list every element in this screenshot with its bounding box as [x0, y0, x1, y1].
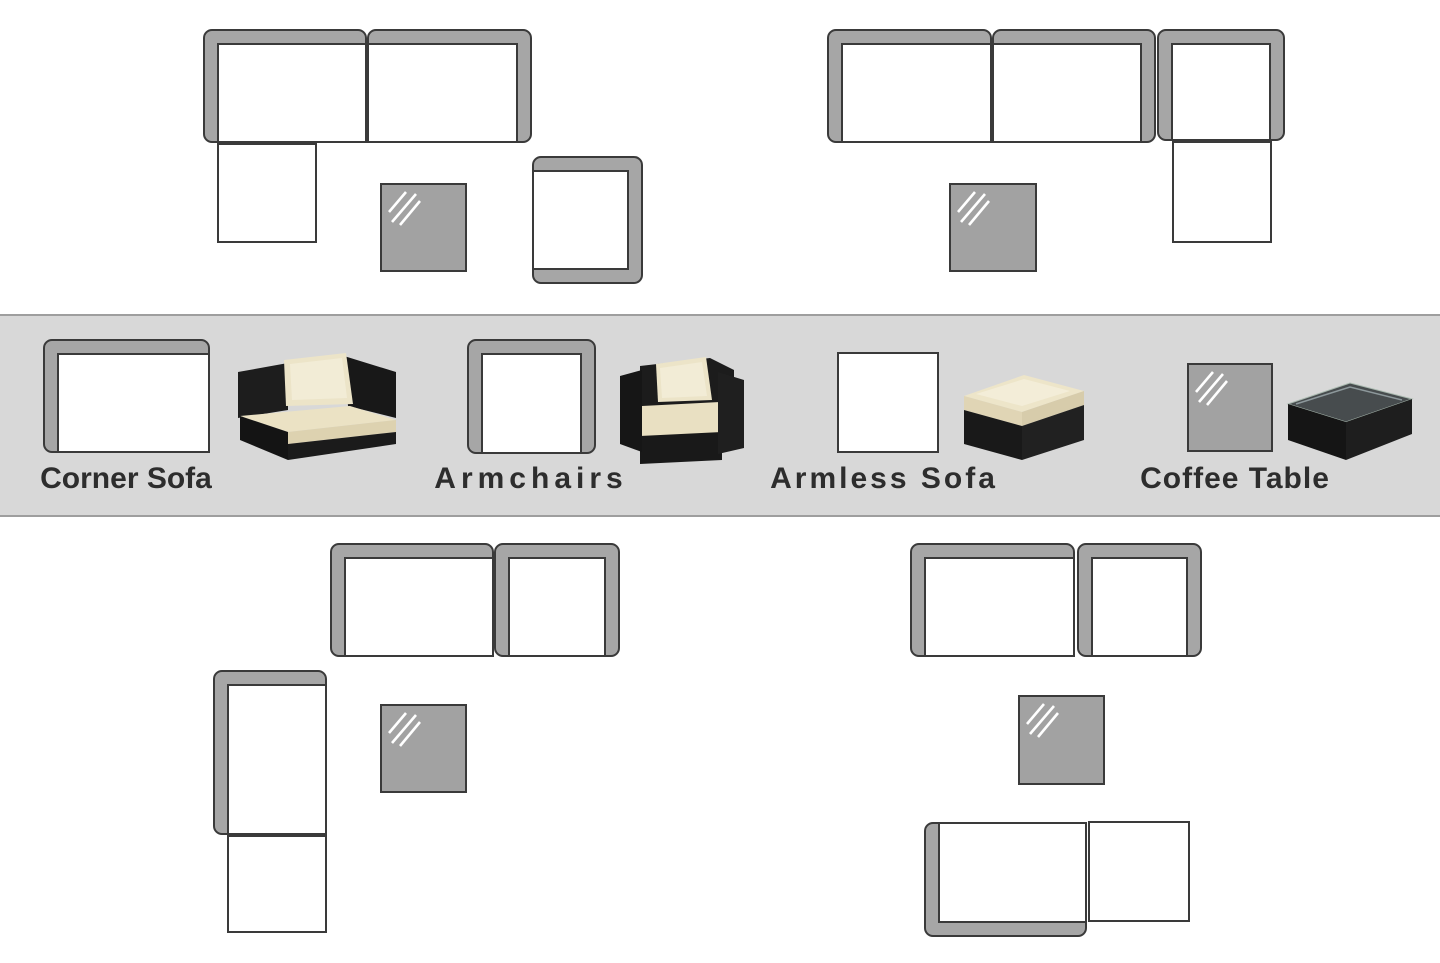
armchair-symbol [532, 156, 643, 284]
seat-area [1088, 821, 1190, 922]
seat-area [57, 353, 210, 453]
corner-sofa-symbol [910, 543, 1075, 657]
glass-top [380, 183, 467, 272]
armless-sofa-symbol [1088, 821, 1190, 922]
corner-sofa-symbol [213, 670, 327, 835]
seat-area [1171, 43, 1271, 141]
glass-shine-icon [388, 712, 421, 747]
coffee-table-product-image [1286, 382, 1414, 460]
corner-sofa-symbol [367, 29, 532, 143]
seat-area [508, 557, 606, 657]
seat-area [1091, 557, 1188, 657]
legend-label-armless-sofa: Armless Sofa [770, 462, 998, 495]
armless-sofa-symbol [837, 352, 939, 453]
seat-area [837, 352, 939, 453]
glass-shine-icon [1195, 371, 1228, 406]
seat-area [481, 353, 582, 454]
armchair-symbol [467, 339, 596, 454]
coffee-table-symbol [1018, 695, 1105, 785]
corner-sofa-symbol [203, 29, 367, 143]
legend-label-coffee-table: Coffee Table [1140, 462, 1330, 495]
seat-area [992, 43, 1142, 143]
armless-sofa-symbol [217, 143, 317, 243]
seat-area [227, 684, 327, 835]
armless-sofa-product-image [964, 375, 1084, 460]
corner-sofa-symbol [330, 543, 494, 657]
glass-top [1187, 363, 1273, 452]
coffee-table-symbol [1187, 363, 1273, 452]
coffee-table-symbol [380, 704, 467, 793]
armchair-symbol [1077, 543, 1202, 657]
glass-top [380, 704, 467, 793]
seat-area [924, 557, 1075, 657]
corner-sofa-symbol [924, 822, 1087, 937]
coffee-table-symbol [949, 183, 1037, 272]
armchair-symbol [1157, 29, 1285, 141]
glass-shine-icon [388, 191, 421, 226]
seat-area [217, 43, 367, 143]
armchair-product-image [620, 357, 744, 464]
coffee-table-symbol [380, 183, 467, 272]
armless-sofa-symbol [1172, 141, 1272, 243]
seat-area [938, 822, 1087, 923]
seat-area [227, 835, 327, 933]
glass-shine-icon [1026, 703, 1059, 738]
legend-label-armchairs: Armchairs [434, 462, 628, 495]
seat-area [841, 43, 992, 143]
corner-sofa-symbol [43, 339, 210, 453]
armless-sofa-symbol [227, 835, 327, 933]
corner-sofa-symbol [992, 29, 1156, 143]
glass-shine-icon [957, 191, 990, 226]
seat-area [1172, 141, 1272, 243]
corner-sofa-product-image [238, 353, 396, 460]
legend-label-corner-sofa: Corner Sofa [40, 462, 212, 495]
seat-area [217, 143, 317, 243]
seat-area [344, 557, 494, 657]
corner-sofa-symbol [827, 29, 992, 143]
glass-top [949, 183, 1037, 272]
seat-area [532, 170, 629, 270]
glass-top [1018, 695, 1105, 785]
armchair-symbol [494, 543, 620, 657]
seat-area [367, 43, 518, 143]
